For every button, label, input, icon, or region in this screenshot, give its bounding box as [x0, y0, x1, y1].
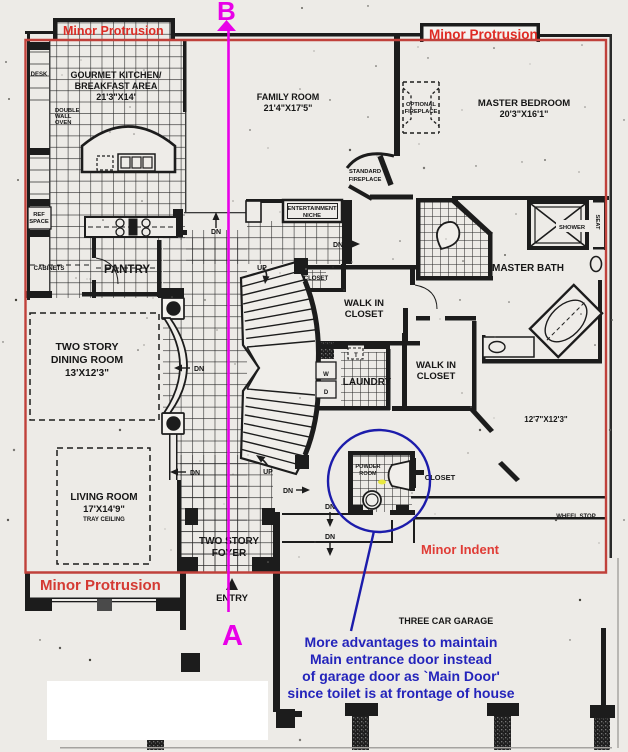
svg-text:W: W — [323, 372, 329, 378]
svg-text:More advantages to maintain: More advantages to maintain — [305, 634, 498, 650]
svg-text:DN: DN — [211, 229, 221, 236]
svg-text:DN: DN — [325, 534, 335, 541]
svg-text:Minor Indent: Minor Indent — [421, 542, 500, 557]
svg-text:ROOM: ROOM — [359, 471, 377, 477]
svg-text:DN: DN — [194, 366, 204, 373]
svg-text:B: B — [217, 0, 236, 26]
svg-text:MASTER BATH: MASTER BATH — [492, 263, 564, 274]
svg-text:GOURMET KITCHEN/: GOURMET KITCHEN/ — [71, 70, 162, 80]
svg-text:OVEN: OVEN — [55, 120, 71, 126]
svg-text:since toilet is at frontage of: since toilet is at frontage of house — [287, 685, 514, 701]
svg-text:THREE CAR GARAGE: THREE CAR GARAGE — [399, 616, 494, 626]
svg-text:REF: REF — [33, 212, 45, 218]
svg-text:UP: UP — [263, 469, 273, 476]
svg-text:MASTER BEDROOM: MASTER BEDROOM — [478, 98, 570, 109]
svg-text:WALK IN: WALK IN — [416, 360, 456, 371]
svg-text:DN: DN — [325, 504, 335, 511]
svg-text:TRAY CEILING: TRAY CEILING — [83, 517, 125, 523]
svg-text:OPTIONAL: OPTIONAL — [406, 102, 436, 108]
svg-text:FIREPLACE: FIREPLACE — [405, 109, 438, 115]
svg-text:12'7"X12'3": 12'7"X12'3" — [524, 415, 568, 424]
svg-text:DN: DN — [283, 488, 293, 495]
svg-text:A: A — [222, 620, 243, 652]
svg-text:CLOSET: CLOSET — [417, 371, 456, 382]
svg-text:LAUNDRY: LAUNDRY — [343, 377, 392, 388]
svg-text:CABINETS: CABINETS — [34, 266, 65, 272]
svg-text:FIREPLACE: FIREPLACE — [349, 177, 382, 183]
svg-text:SEAT: SEAT — [594, 214, 600, 229]
svg-text:WHEEL STOP: WHEEL STOP — [556, 514, 595, 520]
svg-text:NICHE: NICHE — [303, 213, 321, 219]
svg-text:CLOSET: CLOSET — [304, 276, 329, 282]
svg-text:CLOSET: CLOSET — [345, 309, 384, 320]
svg-text:SHOWER: SHOWER — [559, 225, 586, 231]
svg-text:17'X14'9": 17'X14'9" — [83, 504, 125, 515]
svg-text:WALL: WALL — [55, 114, 72, 120]
svg-text:STANDARD: STANDARD — [349, 169, 381, 175]
svg-text:PANTRY: PANTRY — [104, 264, 150, 276]
svg-text:SPACE: SPACE — [29, 219, 49, 225]
svg-text:DINING ROOM: DINING ROOM — [51, 354, 124, 366]
svg-text:DN: DN — [333, 242, 343, 249]
svg-text:DOUBLE: DOUBLE — [55, 108, 80, 114]
svg-text:FAMILY ROOM: FAMILY ROOM — [257, 92, 320, 102]
svg-text:of garage door as `Main Door': of garage door as `Main Door' — [302, 668, 500, 684]
svg-text:CLOSET: CLOSET — [425, 473, 456, 482]
svg-text:LIVING ROOM: LIVING ROOM — [70, 492, 137, 503]
svg-text:TWO STORY: TWO STORY — [56, 341, 119, 353]
svg-text:Main entrance door instead: Main entrance door instead — [310, 651, 492, 667]
svg-text:UP: UP — [257, 265, 267, 272]
svg-text:13'X12'3": 13'X12'3" — [65, 368, 109, 379]
svg-text:DESK: DESK — [31, 72, 48, 78]
svg-text:20'3"X16'1": 20'3"X16'1" — [500, 109, 549, 119]
svg-text:ENTERTAINMENT: ENTERTAINMENT — [287, 206, 337, 212]
svg-text:21'4"X17'5": 21'4"X17'5" — [264, 103, 313, 113]
svg-text:ENTRY: ENTRY — [216, 593, 249, 604]
svg-text:WALK IN: WALK IN — [344, 298, 384, 309]
svg-text:21'3"X14': 21'3"X14' — [96, 92, 136, 102]
svg-text:BREAKFAST AREA: BREAKFAST AREA — [75, 81, 158, 91]
svg-text:Minor Protrusion: Minor Protrusion — [40, 577, 161, 594]
svg-text:D: D — [324, 390, 329, 396]
svg-text:Minor Protrusion: Minor Protrusion — [429, 27, 538, 42]
svg-text:Minor Protrusion: Minor Protrusion — [63, 24, 164, 38]
svg-text:DN: DN — [190, 470, 200, 477]
svg-text:POWDER: POWDER — [355, 464, 380, 470]
svg-text:T: T — [354, 353, 358, 359]
